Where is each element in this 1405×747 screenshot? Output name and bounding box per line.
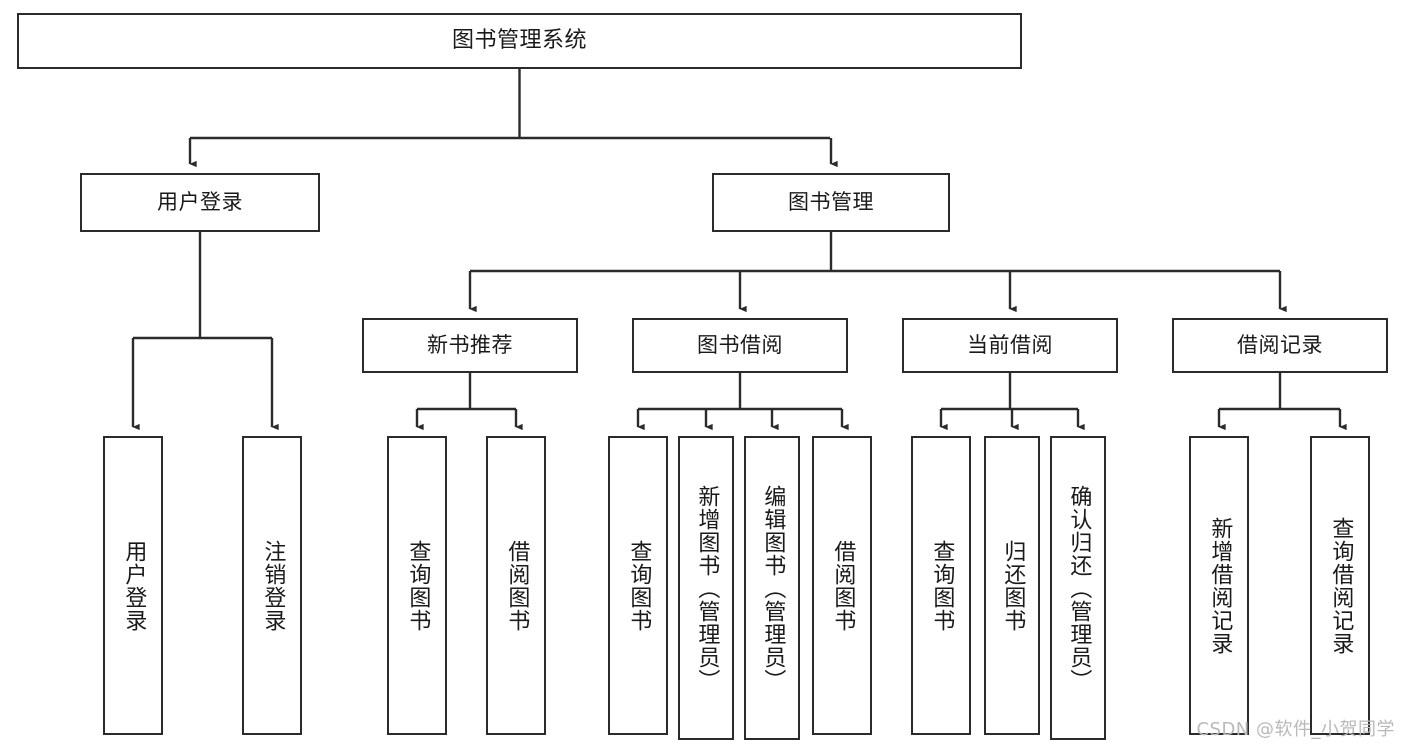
node-label: 归还图书 <box>1000 539 1026 632</box>
node-label: 编辑图书（管理员） <box>760 484 786 692</box>
node-leaf-add-borrow-record[interactable]: 新增借阅记录 <box>1189 436 1249 735</box>
node-label: 新书推荐 <box>427 332 513 357</box>
node-leaf-return-book[interactable]: 归还图书 <box>984 436 1040 735</box>
node-label: 借阅图书 <box>504 539 530 632</box>
node-label: 注销登录 <box>260 539 286 632</box>
node-label: 用户登录 <box>157 189 243 214</box>
node-leaf-edit-book-admin[interactable]: 编辑图书（管理员） <box>744 436 800 740</box>
node-label: 用户登录 <box>121 539 147 632</box>
node-label: 图书管理系统 <box>451 27 587 53</box>
node-root-图书管理系统[interactable]: 图书管理系统 <box>17 13 1022 69</box>
node-leaf-borrow-book-recommend[interactable]: 借阅图书 <box>486 436 546 735</box>
node-level2-current-borrow[interactable]: 当前借阅 <box>902 318 1118 373</box>
node-label: 图书借阅 <box>697 332 783 357</box>
node-label: 新增借阅记录 <box>1207 516 1233 655</box>
watermark: CSDN @软件_小贺同学 <box>1196 719 1395 740</box>
node-leaf-user-login[interactable]: 用户登录 <box>103 436 163 735</box>
node-label: 查询图书 <box>929 539 955 632</box>
node-label: 借阅图书 <box>830 539 856 632</box>
node-label: 新增图书（管理员） <box>694 484 720 692</box>
node-label: 确认归还（管理员） <box>1066 484 1092 692</box>
node-level1-book-management[interactable]: 图书管理 <box>712 173 950 232</box>
node-level2-new-book-recommend[interactable]: 新书推荐 <box>362 318 578 373</box>
node-leaf-confirm-return-admin[interactable]: 确认归还（管理员） <box>1050 436 1106 740</box>
node-leaf-add-book-admin[interactable]: 新增图书（管理员） <box>678 436 734 740</box>
node-label: 查询图书 <box>405 539 431 632</box>
node-leaf-query-book-borrow[interactable]: 查询图书 <box>608 436 668 735</box>
node-leaf-query-borrow-record[interactable]: 查询借阅记录 <box>1310 436 1370 735</box>
node-level2-borrow-record[interactable]: 借阅记录 <box>1172 318 1388 373</box>
node-leaf-borrow-book[interactable]: 借阅图书 <box>812 436 872 735</box>
node-level2-book-borrow[interactable]: 图书借阅 <box>632 318 848 373</box>
node-label: 当前借阅 <box>967 332 1053 357</box>
node-leaf-query-book-recommend[interactable]: 查询图书 <box>387 436 447 735</box>
node-label: 查询借阅记录 <box>1328 516 1354 655</box>
node-level1-user-login[interactable]: 用户登录 <box>80 173 320 232</box>
node-label: 借阅记录 <box>1237 332 1323 357</box>
node-leaf-logout[interactable]: 注销登录 <box>242 436 302 735</box>
node-label: 图书管理 <box>788 189 874 214</box>
node-label: 查询图书 <box>626 539 652 632</box>
node-leaf-query-book-current[interactable]: 查询图书 <box>911 436 971 735</box>
